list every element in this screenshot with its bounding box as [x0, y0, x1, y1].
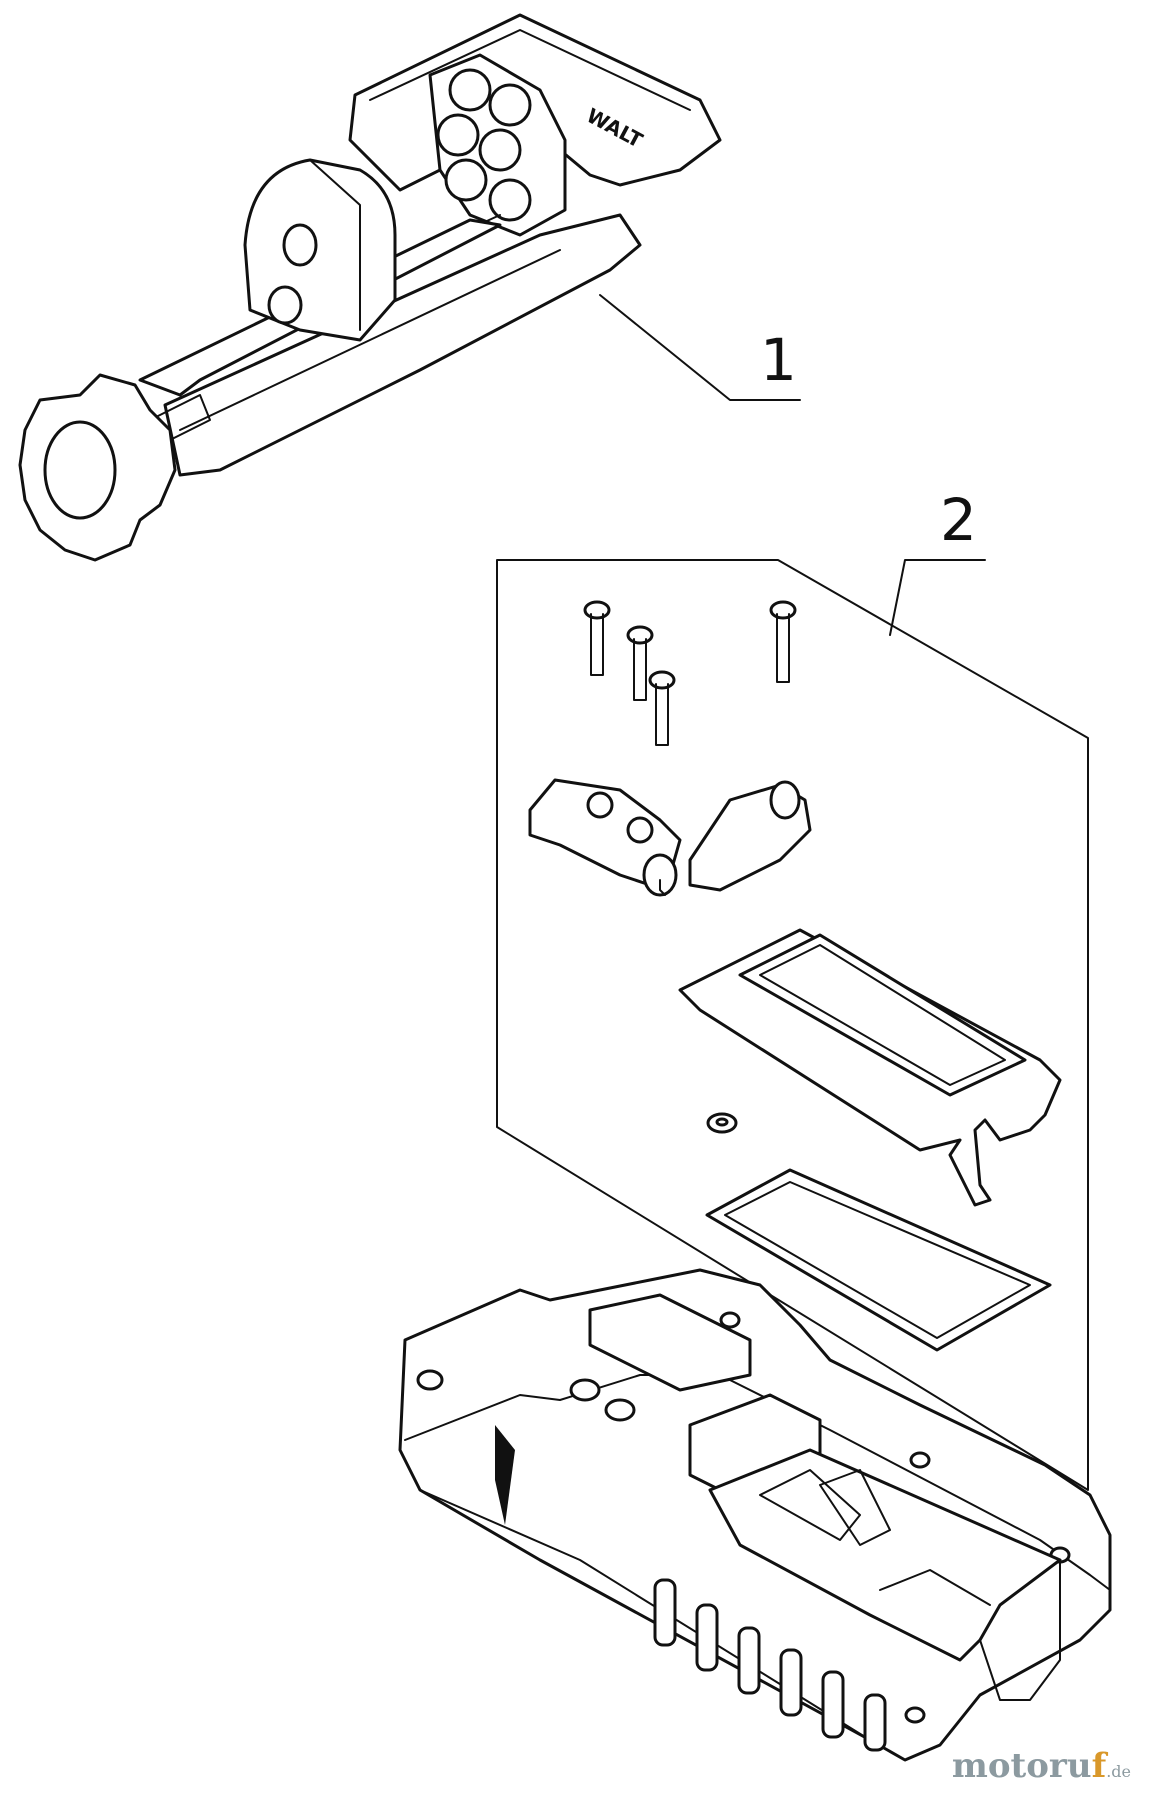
screw-set: [583, 600, 797, 746]
callout-2-leader: [889, 559, 986, 636]
screw-icon: [769, 600, 797, 683]
hinge-bracket: [528, 778, 812, 897]
watermark-logo: motoruf.de: [951, 1746, 1131, 1786]
screw-icon: [583, 600, 611, 676]
part-1-clamp-bracket: WALT: [18, 13, 801, 562]
callout-2-label: 2: [940, 486, 977, 554]
clamp-knob-icon: [43, 420, 117, 520]
gasket-plate: [705, 1168, 1052, 1352]
part-2-kit-frame: [496, 559, 1089, 1491]
battery-cover: [678, 928, 1062, 1207]
screw-icon: [626, 625, 654, 701]
callout-1-label: 1: [760, 326, 797, 394]
callout-1-leader: [599, 294, 801, 401]
screw-icon: [648, 670, 676, 746]
receiver-housing: [398, 1268, 1112, 1762]
